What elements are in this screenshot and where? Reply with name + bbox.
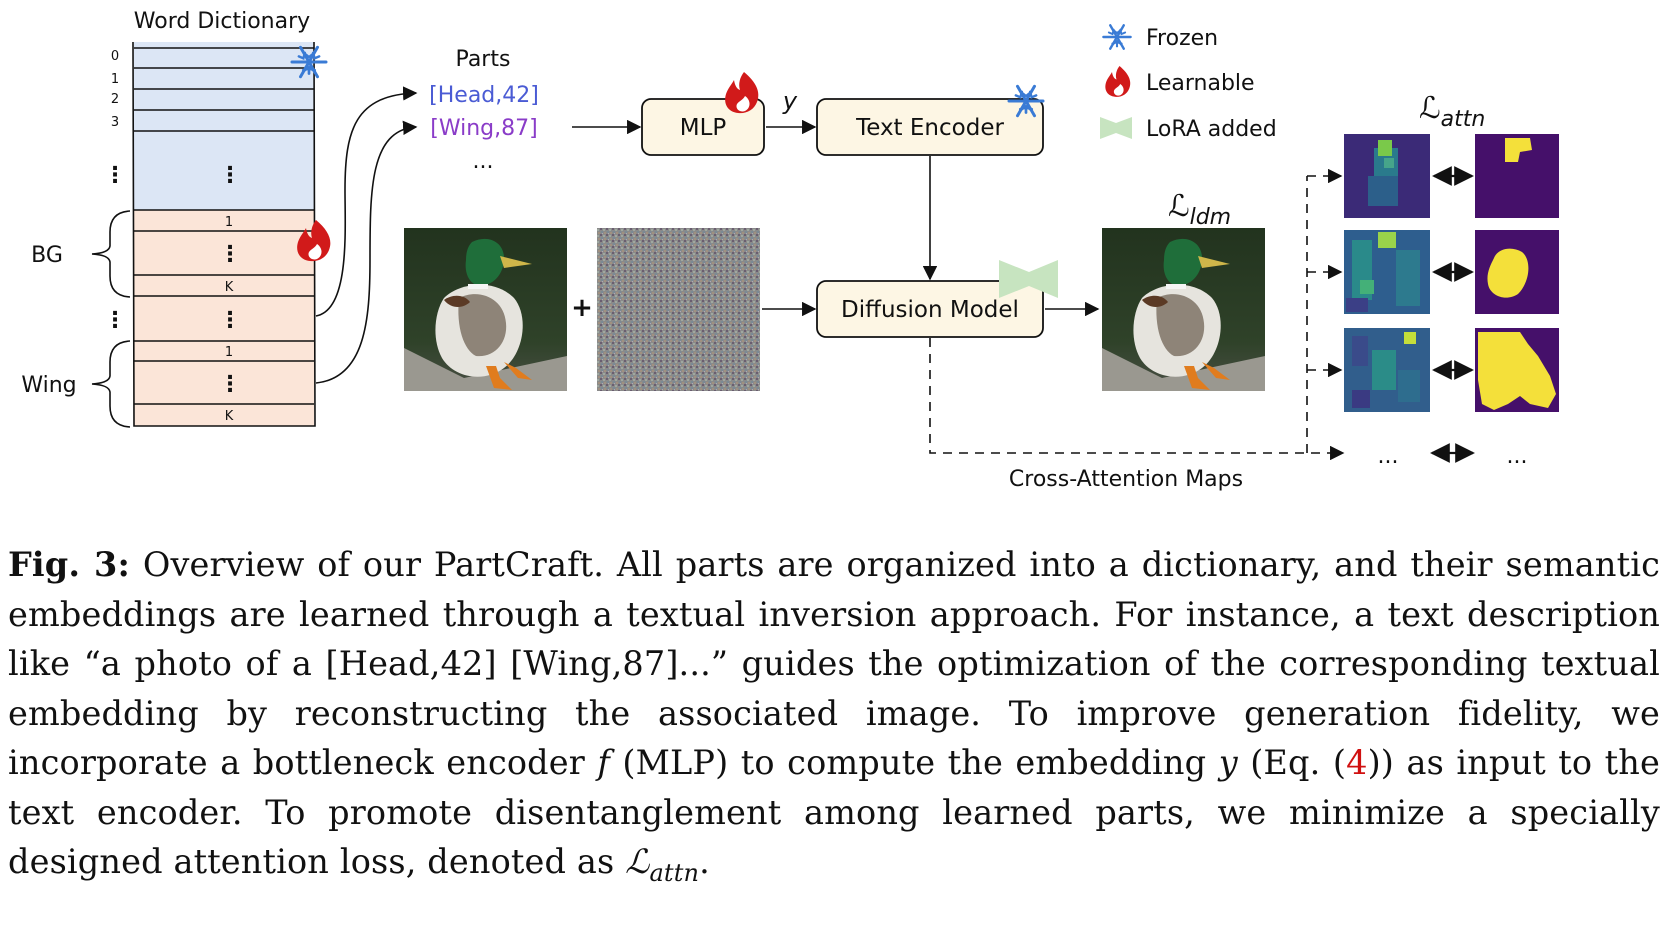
ldm-loss-base: ℒ (1168, 189, 1190, 224)
part-wing: [Wing,87] (430, 116, 537, 141)
dictionary-to-parts-arrows (315, 86, 418, 384)
attention-maps-more: ... (1378, 444, 1399, 469)
cross-attention-dashed-lines (929, 168, 1345, 461)
y-label: y (782, 87, 798, 115)
wing-last-index: K (225, 409, 234, 424)
target-mask-3 (1475, 328, 1559, 412)
caption-loss-sub: attn (649, 859, 700, 887)
caption-y-symbol: y (1218, 743, 1238, 782)
caption-equation-ref[interactable]: 4 (1346, 743, 1368, 782)
dots-index-left: ⋮ (104, 163, 126, 188)
method-figure: Word Dictionary 0 1 2 3 1 K 1 K ⋮ ⋮ ⋮ ⋮ … (21, 9, 1559, 492)
wing-first-index: 1 (225, 345, 233, 360)
attention-comparison-arrows (1430, 166, 1475, 463)
attn-loss-base: ℒ (1419, 91, 1441, 126)
dots-between: ⋮ (219, 308, 241, 333)
dots-between-left: ⋮ (104, 308, 126, 333)
parts-more: ... (473, 149, 494, 174)
legend-lora-label: LoRA added (1146, 117, 1277, 142)
input-duck-image (404, 228, 567, 391)
attn-loss-sub: attn (1441, 107, 1486, 132)
wing-group-label: Wing (21, 373, 76, 398)
dict-index-2: 2 (111, 92, 119, 107)
dict-index-1: 1 (111, 72, 119, 87)
dictionary-grid (132, 41, 316, 427)
dictionary-title: Word Dictionary (134, 9, 310, 34)
attention-map-2 (1344, 230, 1430, 314)
dots-frozen: ⋮ (219, 163, 241, 188)
legend-learnable-label: Learnable (1146, 71, 1255, 96)
ldm-loss-label: ℒldm (1168, 189, 1231, 230)
plus-operator: + (571, 293, 593, 323)
frozen-rows-region (134, 42, 314, 210)
legend-frozen-label: Frozen (1146, 26, 1218, 51)
mlp-flame-icon (725, 72, 759, 114)
group-braces (91, 210, 131, 428)
caption-loss-base: ℒ (625, 842, 650, 881)
parts-title: Parts (456, 47, 511, 72)
bg-last-index: K (225, 280, 234, 295)
caption-text-4: )) as input to the text encoder. To prom… (8, 743, 1660, 881)
mlp-block (641, 98, 765, 156)
text-encoder-label: Text Encoder (855, 115, 1004, 141)
target-masks-more: ... (1507, 444, 1528, 469)
legend-snowflake-icon (1102, 24, 1132, 50)
caption-f-symbol: f (597, 743, 610, 782)
cross-attention-label: Cross-Attention Maps (1009, 467, 1243, 492)
noise-image (597, 228, 760, 391)
attn-loss-label: ℒattn (1419, 91, 1485, 132)
bg-first-index: 1 (225, 215, 233, 230)
lora-icon (999, 260, 1058, 298)
attention-map-3 (1344, 328, 1430, 412)
caption-text-2: (MLP) to compute the embedding (609, 743, 1219, 782)
dots-bg: ⋮ (219, 242, 241, 267)
caption-text-3: (Eq. ( (1237, 743, 1347, 782)
bg-group-label: BG (31, 243, 63, 268)
output-duck-image (1102, 228, 1265, 391)
attention-map-1 (1344, 134, 1430, 218)
dict-index-0: 0 (111, 49, 119, 64)
mlp-label: MLP (680, 115, 727, 141)
dots-wing: ⋮ (219, 372, 241, 397)
caption-text-1: Overview of our PartCraft. All parts are… (8, 545, 1660, 782)
figure-caption: Fig. 3: Overview of our PartCraft. All p… (8, 540, 1660, 899)
target-mask-1 (1475, 134, 1559, 218)
dict-index-3: 3 (111, 115, 119, 130)
legend-flame-icon (1105, 66, 1131, 97)
caption-label: Fig. 3: (8, 545, 131, 584)
learnable-rows-region (134, 210, 314, 426)
legend-lora-icon (1100, 117, 1132, 139)
diffusion-model-label: Diffusion Model (841, 297, 1019, 323)
diffusion-model-block (816, 280, 1044, 338)
caption-text-5: . (699, 842, 710, 881)
ldm-loss-sub: ldm (1190, 205, 1232, 230)
part-head: [Head,42] (429, 83, 539, 108)
text-encoder-block (816, 98, 1044, 156)
target-mask-2 (1475, 230, 1559, 314)
